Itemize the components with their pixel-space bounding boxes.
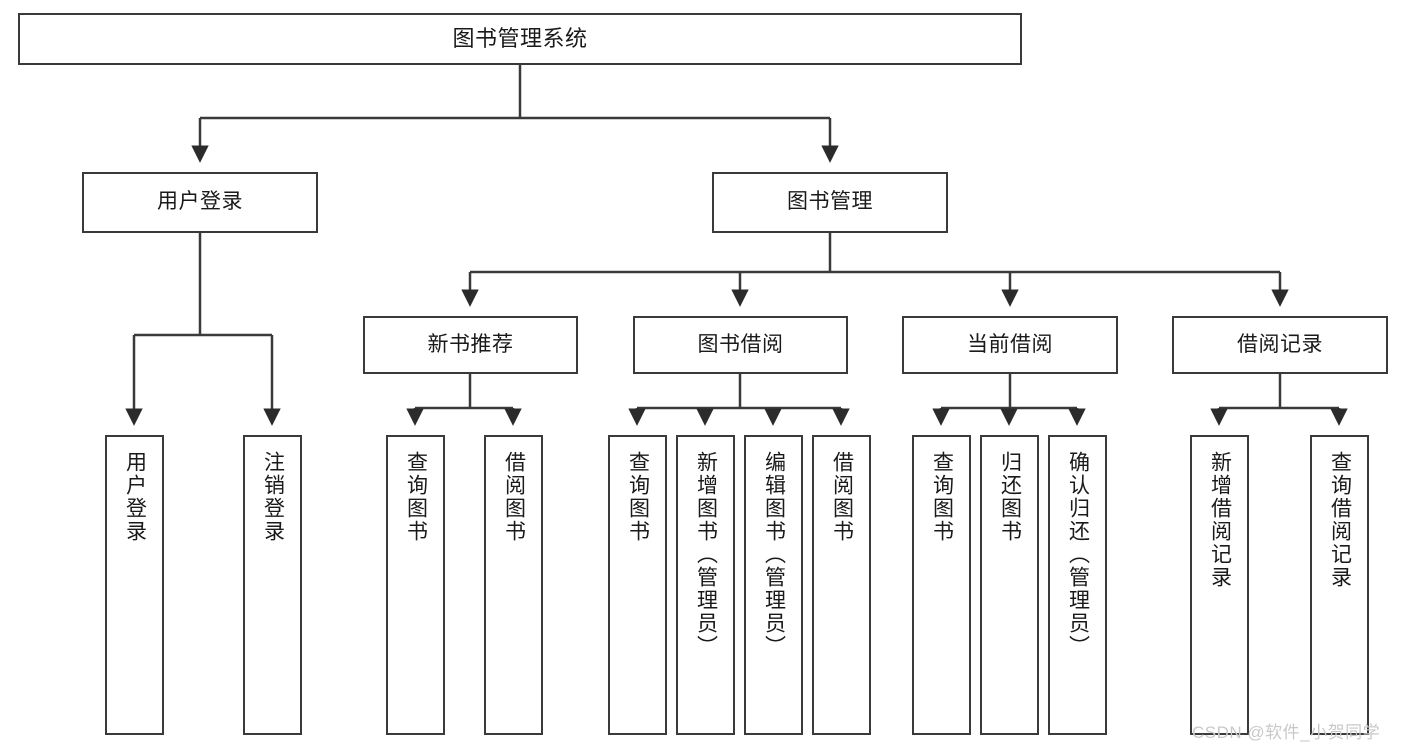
node-label: 确认归还（管理员） (1066, 451, 1090, 658)
csdn-watermark: CSDN @软件_小贺同学 (1192, 723, 1381, 742)
node-leaf-query-book-3[interactable]: 查询图书 (912, 435, 971, 735)
node-leaf-user-login[interactable]: 用户登录 (105, 435, 164, 735)
node-root-system[interactable]: 图书管理系统 (18, 13, 1022, 65)
node-label: 新书推荐 (427, 332, 514, 356)
node-leaf-query-book-2[interactable]: 查询图书 (608, 435, 667, 735)
node-leaf-query-book-1[interactable]: 查询图书 (386, 435, 445, 735)
node-label: 图书管理 (787, 190, 873, 214)
node-user-login[interactable]: 用户登录 (82, 172, 318, 233)
node-label: 图书借阅 (697, 332, 784, 356)
node-label: 借阅图书 (830, 451, 854, 543)
node-label: 查询图书 (930, 451, 954, 543)
node-label: 注销登录 (261, 451, 285, 543)
node-label: 新增借阅记录 (1208, 451, 1232, 589)
node-book-manage[interactable]: 图书管理 (712, 172, 948, 233)
node-current-borrow[interactable]: 当前借阅 (902, 316, 1118, 374)
node-leaf-borrow-book-2[interactable]: 借阅图书 (812, 435, 871, 735)
node-leaf-add-borrow-record[interactable]: 新增借阅记录 (1190, 435, 1249, 735)
node-label: 图书管理系统 (452, 26, 588, 52)
node-label: 编辑图书（管理员） (762, 451, 786, 658)
node-leaf-add-book[interactable]: 新增图书（管理员） (676, 435, 735, 735)
node-label: 查询图书 (404, 451, 428, 543)
node-borrow-record[interactable]: 借阅记录 (1172, 316, 1388, 374)
node-label: 用户登录 (157, 190, 243, 214)
node-label: 借阅记录 (1237, 332, 1323, 356)
node-leaf-edit-book[interactable]: 编辑图书（管理员） (744, 435, 803, 735)
node-leaf-query-borrow-record[interactable]: 查询借阅记录 (1310, 435, 1369, 735)
node-leaf-return-book[interactable]: 归还图书 (980, 435, 1039, 735)
node-label: 当前借阅 (967, 332, 1053, 356)
node-label: 归还图书 (998, 451, 1022, 543)
node-label: 查询借阅记录 (1328, 451, 1352, 589)
node-label: 新增图书（管理员） (694, 451, 718, 658)
node-label: 查询图书 (626, 451, 650, 543)
node-new-book-recommend[interactable]: 新书推荐 (363, 316, 578, 374)
node-label: 借阅图书 (502, 451, 526, 543)
node-label: 用户登录 (123, 451, 147, 543)
node-leaf-confirm-return[interactable]: 确认归还（管理员） (1048, 435, 1107, 735)
node-leaf-logout-login[interactable]: 注销登录 (243, 435, 302, 735)
node-book-borrow[interactable]: 图书借阅 (633, 316, 848, 374)
node-leaf-borrow-book-1[interactable]: 借阅图书 (484, 435, 543, 735)
